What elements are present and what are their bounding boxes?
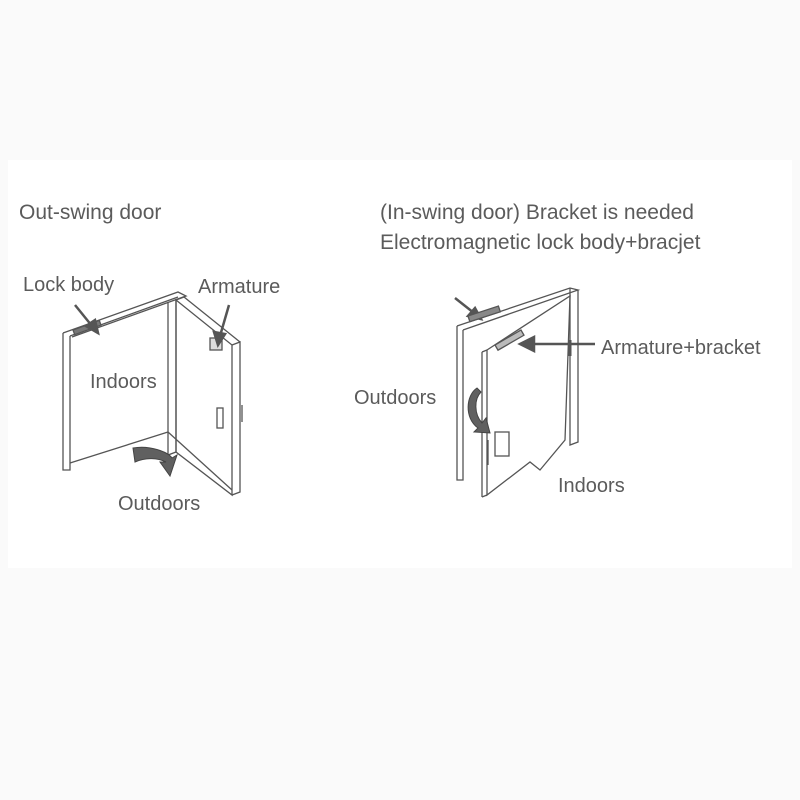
indoors-label-left: Indoors — [90, 371, 157, 393]
in-swing-subtitle: Electromagnetic lock body+bracjet — [380, 231, 701, 254]
diagram-panel — [8, 160, 792, 568]
indoors-label-right: Indoors — [558, 475, 625, 497]
outdoors-label-left: Outdoors — [118, 493, 201, 515]
out-swing-title: Out-swing door — [19, 201, 162, 224]
outdoors-label-right: Outdoors — [354, 387, 437, 409]
armature-label: Armature — [198, 276, 281, 298]
swing-arrow-inward — [467, 387, 491, 434]
armature-bracket-label: Armature+bracket — [601, 337, 761, 359]
in-swing-title: (In-swing door) Bracket is needed — [380, 201, 694, 224]
swing-arrow-outward — [132, 446, 178, 478]
lock-body-label: Lock body — [23, 274, 115, 296]
